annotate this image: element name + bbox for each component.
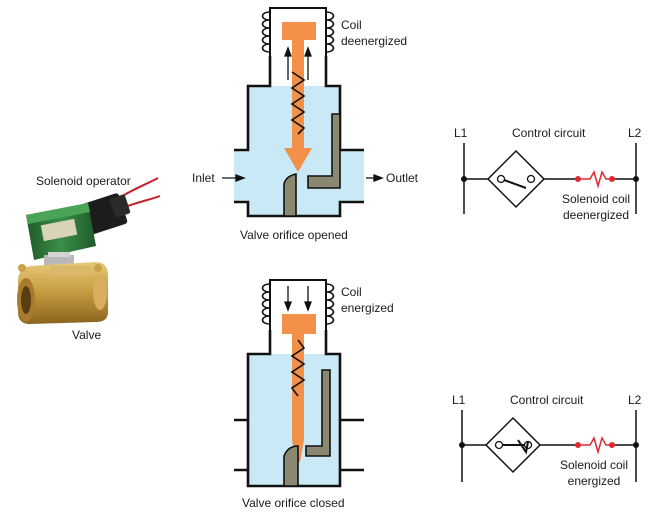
- inlet-label: Inlet: [192, 171, 215, 185]
- top-valve-caption: Valve orifice opened: [240, 228, 348, 242]
- solenoid-operator-label: Solenoid operator: [36, 174, 131, 188]
- top-coil-label-line2: deenergized: [341, 34, 408, 48]
- top-valve: [222, 7, 384, 218]
- top-coil-desc-line1: Solenoid coil: [561, 192, 631, 206]
- bottom-circuit-title: Control circuit: [510, 393, 584, 407]
- solenoid-valve-photo: [17, 177, 161, 324]
- bottom-coil-desc-line2: energized: [567, 474, 621, 488]
- bottom-l1-label: L1: [452, 393, 466, 407]
- outlet-label: Outlet: [386, 171, 419, 185]
- bottom-coil-label-line2: energized: [341, 301, 394, 315]
- bottom-valve: [234, 279, 364, 488]
- bottom-valve-caption: Valve orifice closed: [242, 496, 345, 510]
- top-coil-desc-line2: deenergized: [562, 208, 630, 222]
- top-l1-label: L1: [454, 126, 468, 140]
- bottom-coil-desc-line1: Solenoid coil: [559, 458, 629, 472]
- top-coil-label-line1: Coil: [341, 18, 362, 32]
- bottom-coil-label-line1: Coil: [341, 285, 362, 299]
- top-control-circuit: [461, 143, 639, 214]
- top-circuit-title: Control circuit: [512, 126, 586, 140]
- top-l2-label: L2: [628, 126, 642, 140]
- valve-label: Valve: [72, 328, 102, 342]
- bottom-control-circuit: [459, 410, 639, 482]
- bottom-l2-label: L2: [628, 393, 642, 407]
